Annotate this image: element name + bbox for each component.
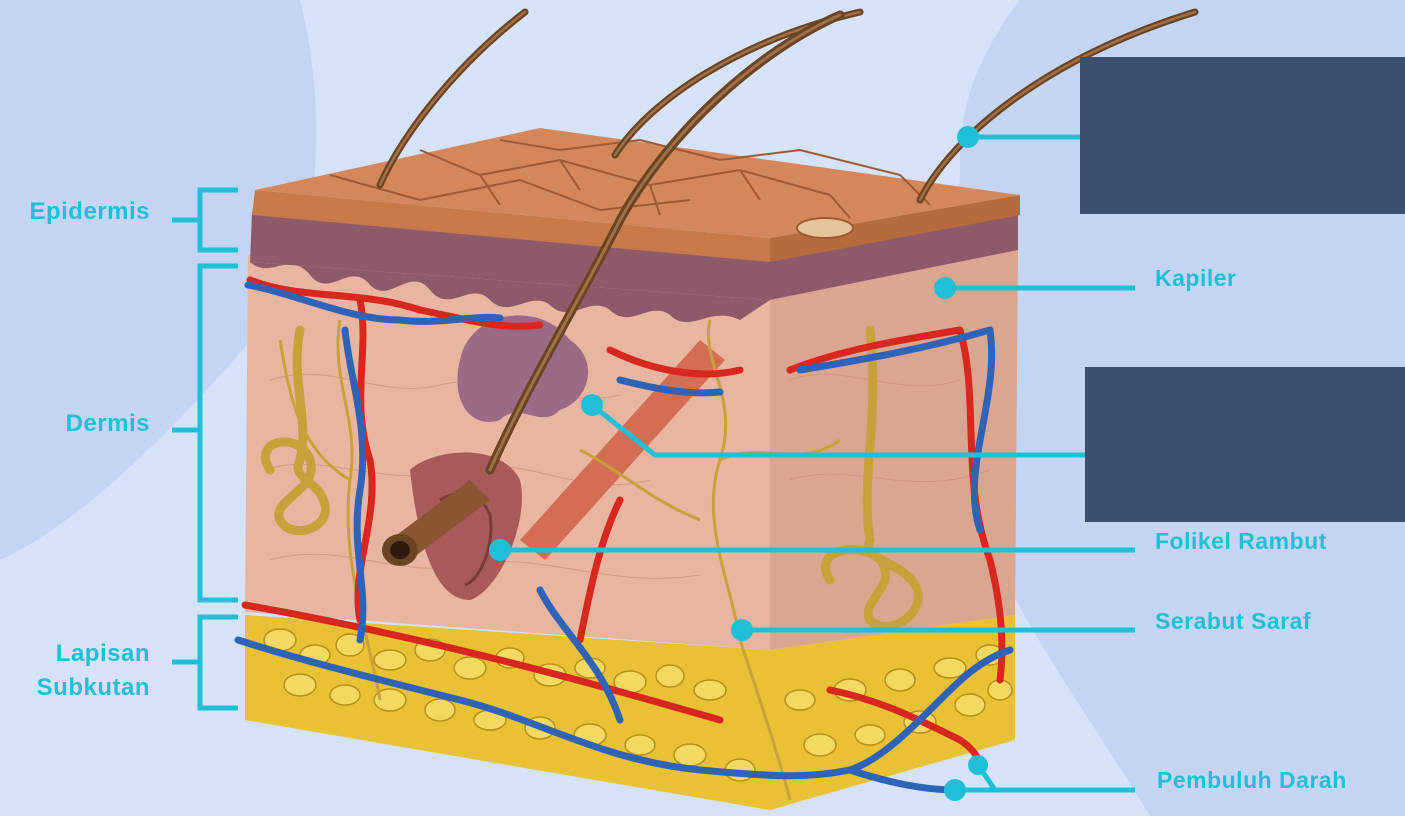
serabut-saraf-label: Serabut Saraf [1155, 608, 1311, 635]
kapiler-label: Kapiler [1155, 265, 1236, 292]
answer-box-muscle[interactable] [1085, 367, 1405, 522]
pembuluh-darah-label: Pembuluh Darah [1157, 767, 1347, 794]
folikel-rambut-label: Folikel Rambut [1155, 528, 1327, 555]
dermis-label: Dermis [0, 407, 150, 441]
subkutan-label-line2: Subkutan [0, 671, 150, 705]
skin-pore [797, 218, 853, 238]
answer-box-hair-shaft[interactable] [1080, 57, 1405, 214]
subkutan-bracket [172, 617, 238, 708]
epidermis-label: Epidermis [0, 195, 150, 229]
subkutan-label-line1: Lapisan [0, 637, 150, 671]
